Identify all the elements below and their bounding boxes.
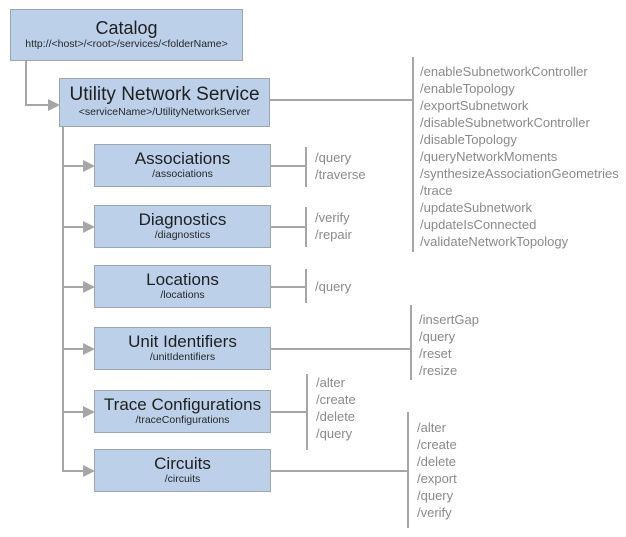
operation-label: /synthesizeAssociationGeometries [420, 166, 619, 181]
operation-label: /resize [419, 363, 458, 378]
operation-label: /disableSubnetworkController [420, 115, 590, 130]
operation-label: /disableTopology [420, 132, 517, 147]
operations-bracket-line [410, 305, 412, 380]
diagnostics-operations-list: /verify/repair [315, 209, 352, 243]
resource-title: Unit Identifiers [128, 331, 237, 351]
locations-operations-list: /query [315, 278, 351, 295]
connector-line [25, 61, 27, 106]
operation-label: /verify [315, 210, 350, 225]
connector-line [63, 226, 84, 228]
operation-label: /repair [315, 227, 352, 242]
service-title: Utility Network Service [69, 84, 260, 106]
resource-title: Circuits [154, 453, 211, 473]
connector-line [63, 165, 84, 167]
operation-label: /verify [417, 505, 452, 520]
operation-label: /delete [316, 409, 356, 424]
connector-line [271, 411, 307, 413]
resource-title: Trace Configurations [103, 394, 262, 414]
connector-line [271, 165, 306, 167]
operation-label: /query [419, 329, 456, 344]
service-operations-list: /enableSubnetworkController/enableTopolo… [420, 63, 619, 250]
connector-line [271, 470, 408, 472]
resource-title: Diagnostics [138, 209, 227, 229]
connector-arrowhead [83, 343, 95, 355]
operation-label: /create [316, 392, 356, 407]
operation-label: /delete [417, 454, 457, 469]
connector-arrowhead [83, 465, 95, 477]
trace-configurations-operations-list: /alter/create/delete/query [316, 374, 356, 442]
operation-label: /enableTopology [420, 81, 515, 96]
operation-label: /trace [420, 183, 453, 198]
operations-bracket-line [305, 147, 307, 187]
resource-path: /locations [160, 289, 205, 302]
resource-path: /associations [152, 168, 213, 181]
operation-label: /insertGap [419, 312, 479, 327]
connector-arrowhead [83, 406, 95, 418]
resource-path: /traceConfigurations [135, 414, 230, 427]
operation-label: /export [417, 471, 457, 486]
connector-line [270, 99, 413, 101]
connector-line [63, 411, 84, 413]
operation-label: /query [316, 426, 353, 441]
operation-label: /updateSubnetwork [420, 200, 533, 215]
operations-bracket-line [412, 57, 414, 252]
resource-node-unit-identifiers: Unit Identifiers /unitIdentifiers [94, 327, 271, 370]
connector-arrowhead [83, 160, 95, 172]
operation-label: /query [315, 150, 352, 165]
resource-path: /circuits [164, 473, 201, 486]
operation-label: /alter [417, 420, 446, 435]
operations-bracket-line [305, 207, 307, 247]
operation-label: /validateNetworkTopology [420, 234, 569, 249]
operation-label: /enableSubnetworkController [420, 64, 588, 79]
resource-node-circuits: Circuits /circuits [94, 449, 271, 492]
connector-arrowhead [83, 281, 95, 293]
circuits-operations-list: /alter/create/delete/export/query/verify [417, 419, 457, 521]
connector-line [271, 226, 306, 228]
operations-bracket-line [305, 269, 307, 303]
operations-bracket-line [306, 374, 308, 450]
connector-line [63, 470, 84, 472]
connector-arrowhead [83, 221, 95, 233]
connector-line [62, 127, 64, 472]
operation-label: /exportSubnetwork [420, 98, 529, 113]
unit-identifiers-operations-list: /insertGap/query/reset/resize [419, 311, 479, 379]
operation-label: /query [315, 279, 352, 294]
operation-label: /queryNetworkMoments [420, 149, 558, 164]
operation-label: /alter [316, 375, 345, 390]
service-path: <serviceName>/UtilityNetworkServer [78, 106, 251, 119]
resource-title: Locations [146, 269, 219, 289]
resource-path: /unitIdentifiers [149, 351, 216, 364]
operation-label: /reset [419, 346, 452, 361]
resource-node-locations: Locations /locations [94, 265, 271, 308]
resource-node-trace-configurations: Trace Configurations /traceConfiguration… [94, 390, 271, 433]
connector-line [271, 348, 411, 350]
resource-path: /diagnostics [154, 229, 211, 242]
catalog-url: http://<host>/<root>/services/<folderNam… [25, 38, 228, 51]
operation-label: /query [417, 488, 454, 503]
connector-line [271, 286, 306, 288]
operation-label: /updateIsConnected [420, 217, 537, 232]
catalog-node: Catalog http://<host>/<root>/services/<f… [10, 9, 243, 61]
connector-line [63, 286, 84, 288]
operations-bracket-line [407, 412, 409, 528]
connector-line [25, 104, 49, 106]
resource-node-diagnostics: Diagnostics /diagnostics [94, 205, 271, 248]
connector-line [63, 348, 84, 350]
connector-arrowhead [48, 99, 60, 111]
resource-node-associations: Associations /associations [94, 144, 271, 187]
utility-network-service-node: Utility Network Service <serviceName>/Ut… [59, 78, 270, 127]
resource-title: Associations [134, 148, 231, 168]
operation-label: /create [417, 437, 457, 452]
associations-operations-list: /query/traverse [315, 149, 366, 183]
operation-label: /traverse [315, 167, 366, 182]
catalog-title: Catalog [95, 17, 158, 38]
